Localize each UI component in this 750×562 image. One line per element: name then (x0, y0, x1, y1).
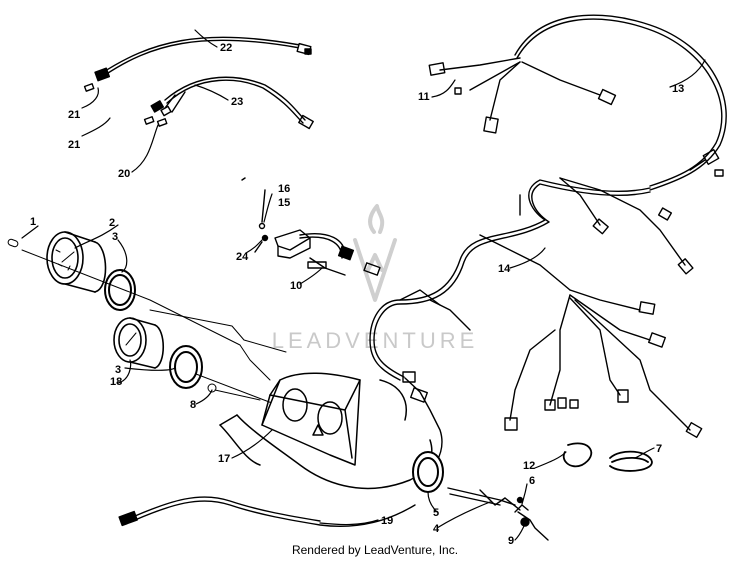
callout-13: 13 (672, 83, 684, 95)
sender-4 (447, 487, 521, 511)
speedometer-gauge (46, 231, 107, 293)
gauge-ring-3a (104, 269, 136, 311)
callout-5: 5 (433, 507, 439, 519)
grommet-8 (207, 383, 217, 393)
callout-21b: 21 (68, 139, 80, 151)
callout-16: 16 (278, 183, 290, 195)
callout-6: 6 (529, 475, 535, 487)
watermark-text: LEADVENTURE (272, 328, 479, 353)
bulb-1 (7, 238, 19, 248)
callout-labels: 1 2 3 3 4 5 6 7 8 9 10 11 12 13 14 15 16… (30, 42, 684, 547)
fitting-9 (514, 496, 549, 541)
watermark-logo-icon (353, 204, 397, 302)
ring-5 (412, 451, 444, 493)
harness-14 (363, 177, 703, 471)
alignment-lines (21, 249, 287, 409)
cable-19 (118, 496, 416, 527)
harness-13 (428, 14, 727, 191)
callout-10: 10 (290, 280, 302, 292)
dash-console (219, 372, 433, 490)
tachometer-gauge (113, 317, 165, 369)
stray-mark (241, 177, 246, 181)
callout-11: 11 (418, 91, 430, 103)
gauge-ring-3b (169, 345, 203, 389)
clamp-7 (609, 450, 653, 472)
callout-4: 4 (433, 523, 440, 535)
switch-assembly (254, 189, 355, 276)
callout-23: 23 (231, 96, 243, 108)
callout-9: 9 (508, 535, 514, 547)
callout-14: 14 (498, 263, 511, 275)
callout-19: 19 (381, 515, 393, 527)
callout-8: 8 (190, 399, 196, 411)
callout-18: 18 (110, 376, 122, 388)
callout-20: 20 (118, 168, 130, 180)
callout-17: 17 (218, 453, 230, 465)
callout-15: 15 (278, 197, 290, 209)
callout-24: 24 (236, 251, 249, 263)
harness-22 (83, 36, 312, 92)
clip-12 (562, 442, 593, 468)
callout-3a: 3 (112, 231, 118, 243)
callout-22: 22 (220, 42, 232, 54)
callout-1: 1 (30, 216, 36, 228)
callout-2: 2 (109, 217, 115, 229)
render-credit: Rendered by LeadVenture, Inc. (291, 543, 459, 557)
callout-12: 12 (523, 460, 535, 472)
callout-7: 7 (656, 443, 662, 455)
watermark: LEADVENTURE (272, 204, 479, 353)
harness-23 (143, 76, 314, 130)
callout-21a: 21 (68, 109, 80, 121)
leader-lines (21, 29, 706, 541)
callout-3b: 3 (115, 364, 121, 376)
